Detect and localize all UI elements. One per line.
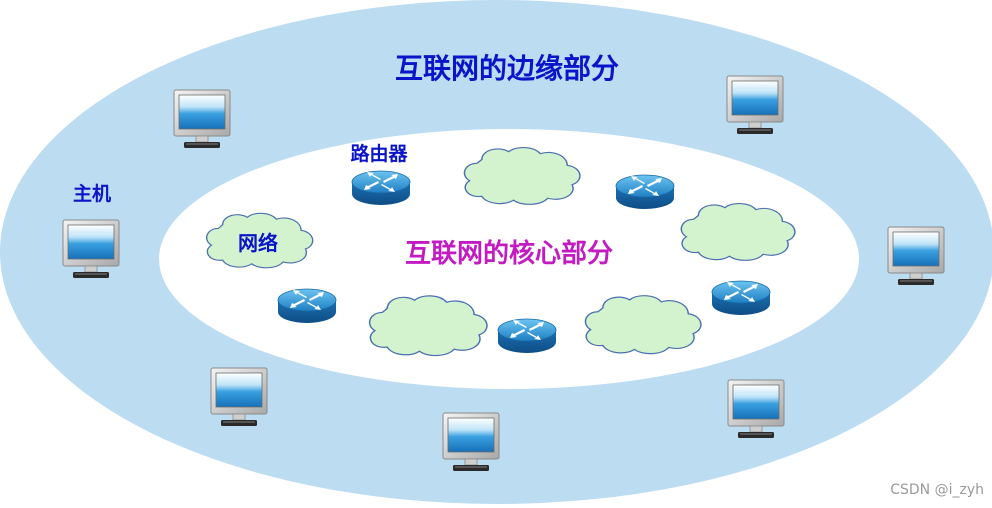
router-icon: [711, 280, 771, 316]
router-icon: [615, 174, 675, 210]
router-icon: [497, 318, 557, 354]
network-cloud-icon: [680, 202, 796, 262]
network-cloud-icon: [368, 295, 488, 357]
network-label: 网络: [238, 231, 278, 255]
router-icon: [351, 170, 411, 206]
core-title: 互联网的核心部分: [405, 238, 613, 269]
router-icon: [277, 288, 337, 324]
host-label: 主机: [73, 183, 111, 205]
network-cloud-icon: [463, 146, 581, 206]
edge-title: 互联网的边缘部分: [395, 52, 619, 85]
watermark: CSDN @i_zyh: [890, 482, 984, 498]
network-cloud-icon: [584, 294, 702, 355]
router-label: 路由器: [350, 142, 408, 165]
